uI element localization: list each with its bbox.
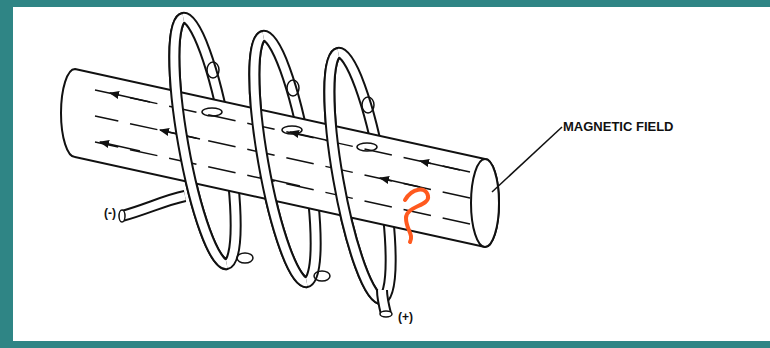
- terminal-label: (-): [104, 207, 116, 219]
- callout-label: MAGNETIC FIELD: [563, 120, 674, 133]
- lead-wires: [119, 196, 392, 317]
- coil-front: [162, 18, 382, 303]
- field-lines: [95, 90, 470, 224]
- cylinder-end: [471, 159, 499, 247]
- orange-squiggle: [405, 190, 428, 242]
- terminal-label: (+): [398, 311, 413, 323]
- leader-line: [492, 127, 562, 192]
